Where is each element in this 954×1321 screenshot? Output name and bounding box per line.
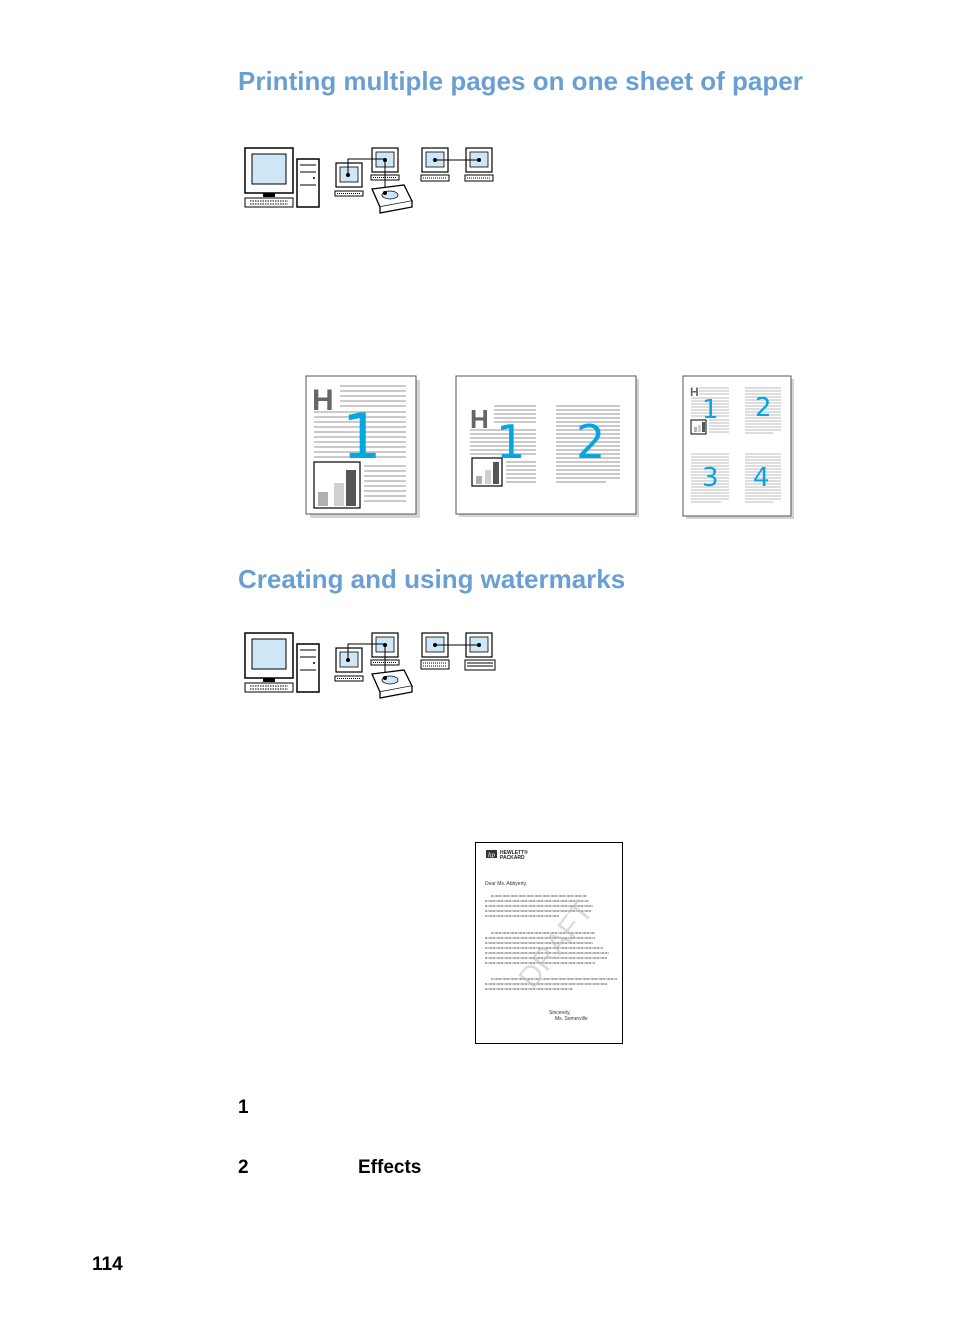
svg-text:hp: hp — [488, 851, 496, 859]
section-title-multiple-pages: Printing multiple pages on one sheet of … — [238, 66, 803, 96]
logo-line-2: PACKARD — [500, 855, 525, 861]
step-2-effects-label: Effects — [358, 1157, 422, 1178]
watermarked-letter-illustration: hp HEWLETT® PACKARD Dear Ms. Abbyerty, D… — [475, 842, 623, 1044]
one-page-per-sheet-illustration: H 1 — [305, 375, 420, 518]
computer-network-icon — [244, 632, 496, 699]
letter-signoff: Sincerely, — [549, 1010, 571, 1016]
page-number-1: 1 — [702, 395, 719, 425]
svg-text:H: H — [312, 384, 334, 417]
step-2-number: 2 — [238, 1157, 249, 1178]
four-pages-per-sheet-illustration: H 1 2 — [682, 375, 794, 519]
page-number-3: 3 — [702, 463, 719, 493]
logo-line-1: HEWLETT® — [500, 849, 528, 856]
page-number-2: 2 — [576, 415, 605, 469]
computer-network-icon — [244, 147, 494, 214]
page-number-1: 1 — [496, 415, 525, 469]
page-number-2: 2 — [755, 393, 772, 423]
letter-signer: Ms. Somerville — [555, 1016, 588, 1022]
hp-logo-icon — [486, 850, 497, 858]
letter-greeting: Dear Ms. Abbyerty, — [485, 881, 527, 887]
step-1-number: 1 — [238, 1097, 249, 1118]
two-pages-per-sheet-illustration: H 1 2 — [455, 375, 639, 517]
page-number-1: 1 — [342, 400, 381, 473]
svg-text:H: H — [470, 404, 489, 434]
svg-text:H: H — [690, 385, 699, 399]
page-number: 114 — [92, 1254, 123, 1275]
page-number-4: 4 — [753, 463, 770, 493]
section-title-watermarks: Creating and using watermarks — [238, 564, 626, 594]
